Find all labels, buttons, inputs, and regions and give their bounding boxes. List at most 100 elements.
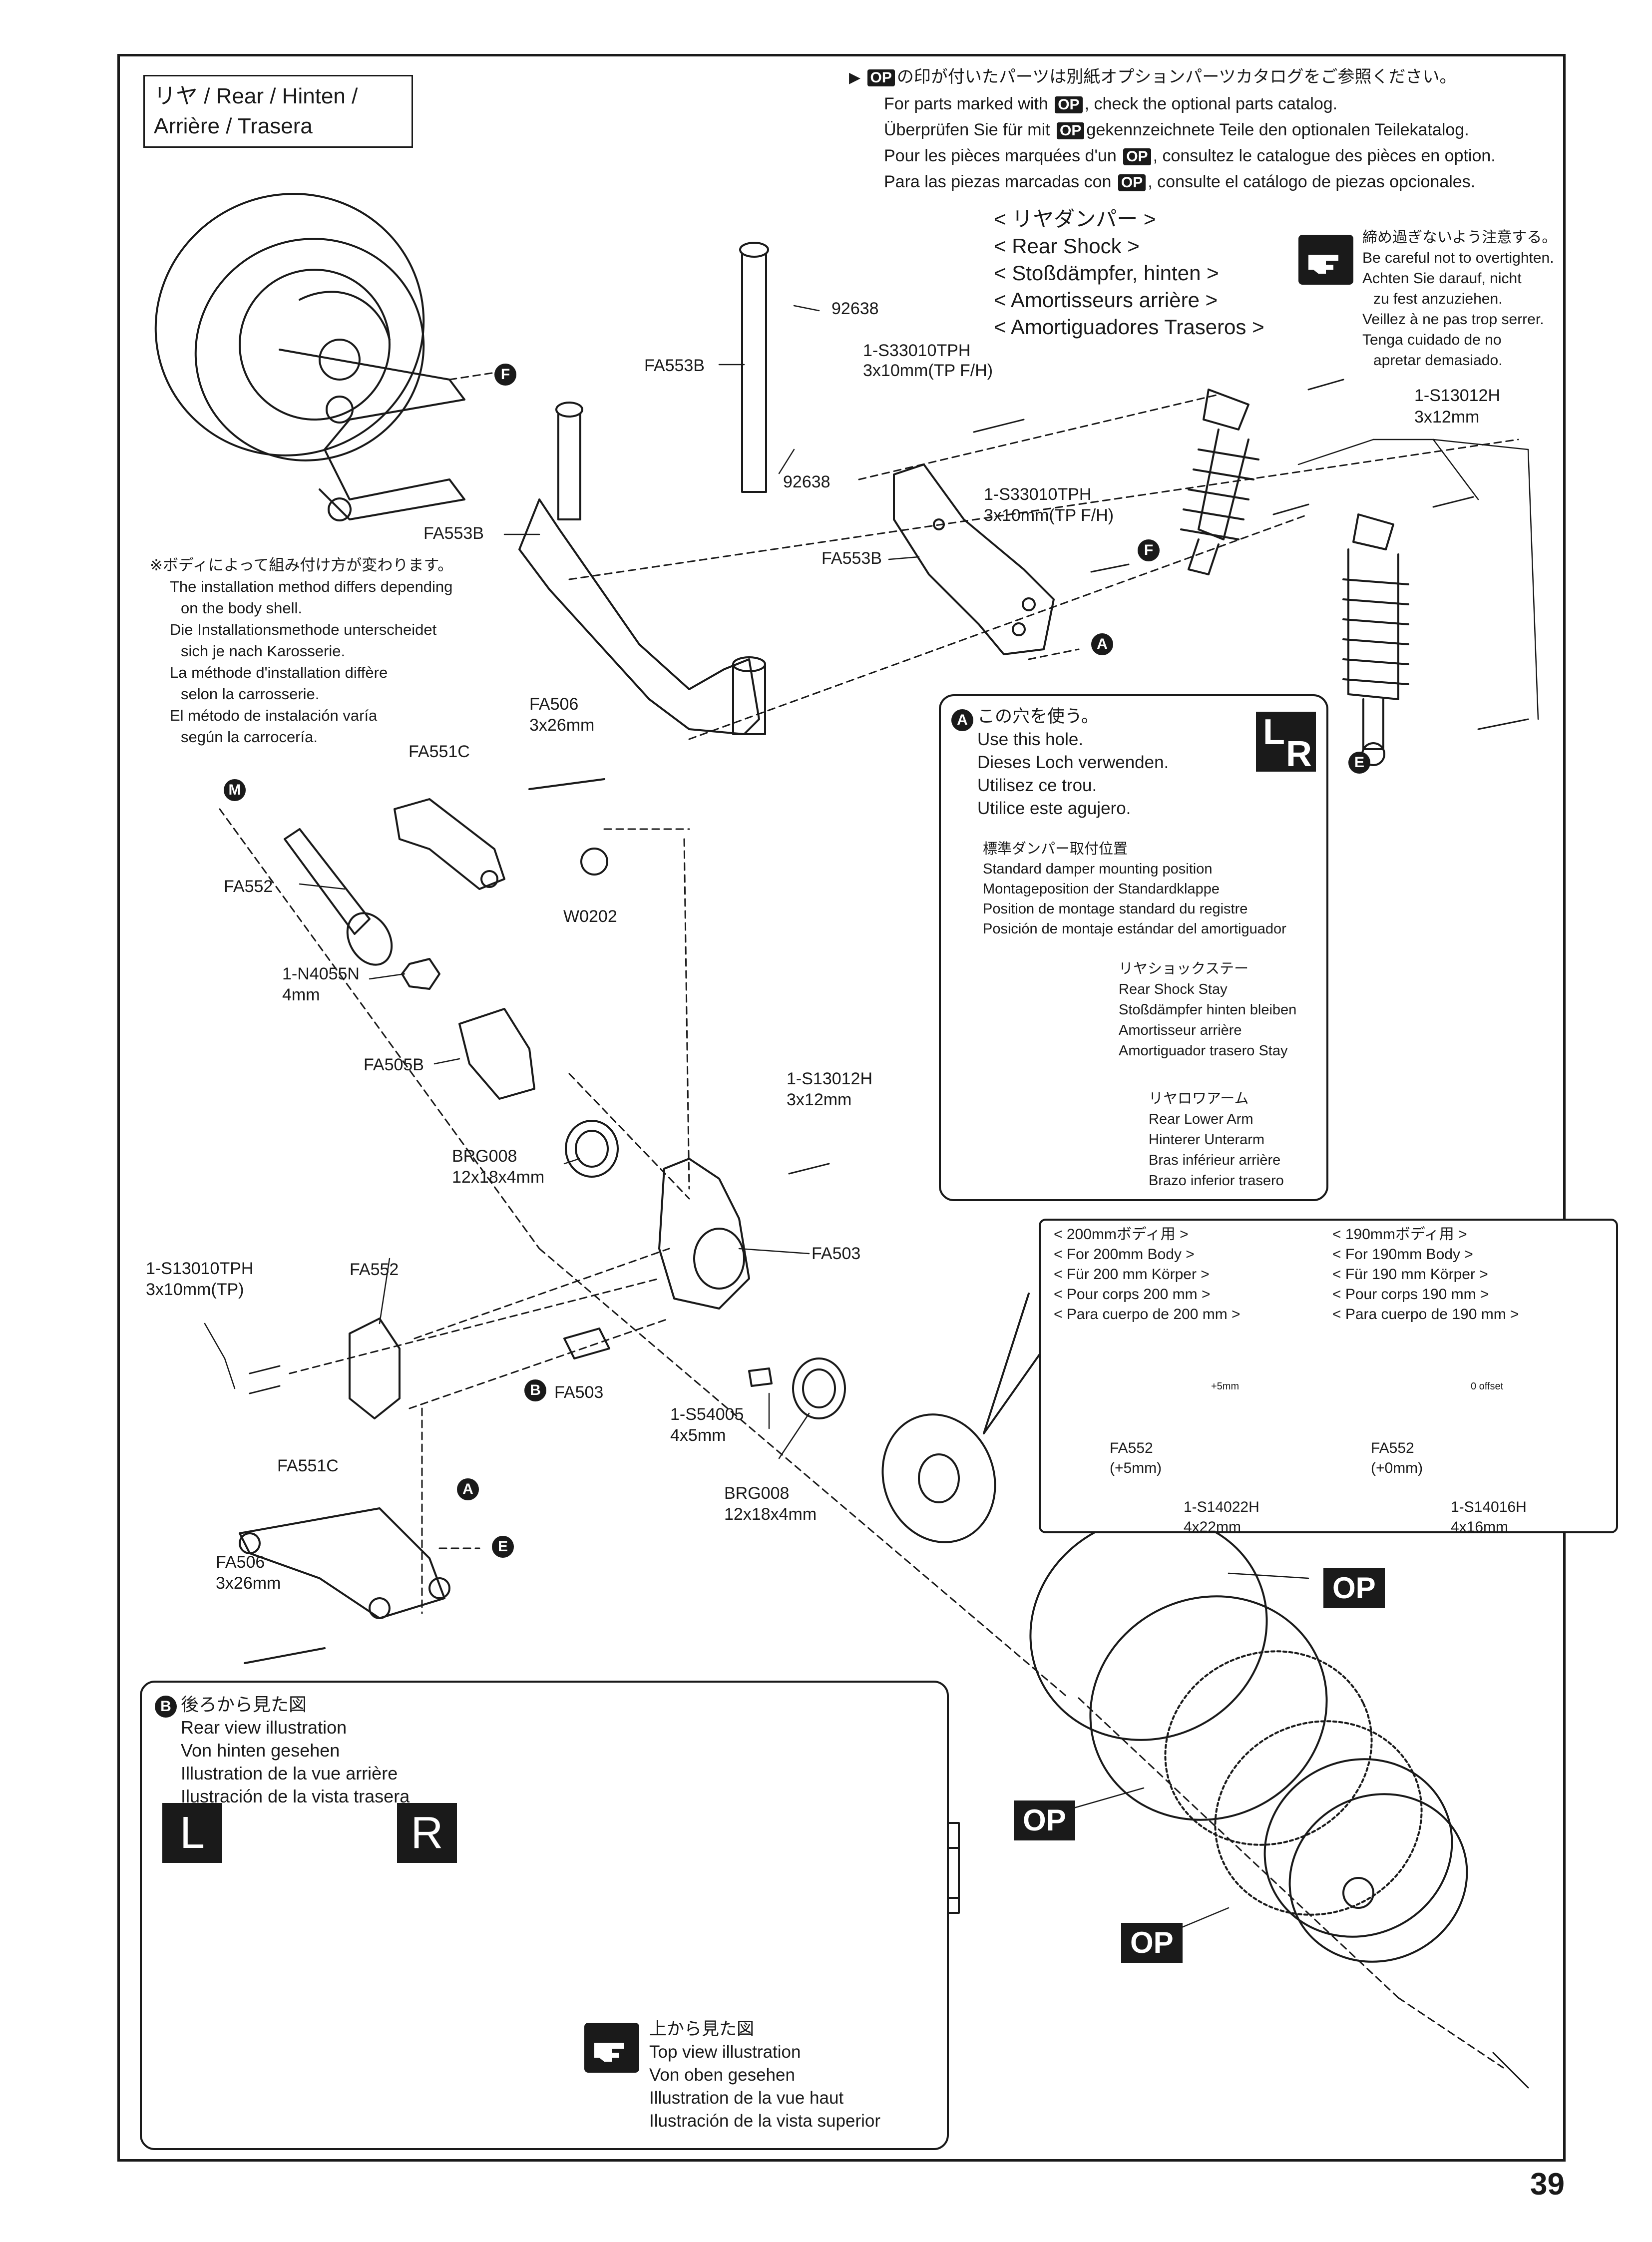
hub-190-mark: 0 offset [1471,1381,1504,1392]
part-label-fa506-size: 3x26mm [529,716,595,735]
hub-adapter-illustration [349,1318,401,1419]
part-label-s13012-b-code: 1-S13012H [787,1069,873,1088]
marker-m: M [224,779,246,801]
section-title-line2: Arrière / Trasera [154,114,313,138]
b200-jp: < 200mmボディ用 > [1054,1226,1189,1243]
hole-usage-box [939,694,1328,1201]
rear-shock-jp: < リヤダンパー > [994,207,1156,231]
part-label-fa553b: FA553B [644,356,705,375]
hole-box-marker: A [951,709,973,731]
part-label-s13012-b-size: 3x12mm [787,1090,852,1109]
b190-jp: < 190mmボディ用 > [1332,1226,1467,1243]
rear-view-jp: 後ろから見た図 [181,1694,307,1715]
tighten-es-1: Tenga cuidado de no [1362,332,1502,348]
hole-box-es: Utilice este agujero. [977,799,1131,818]
part-label-fa552: FA552 [224,877,273,896]
arm-jp: リヤロワアーム [1149,1091,1249,1107]
std-fr: Position de montage standard du registre [983,901,1248,917]
page-frame [117,54,1566,2162]
body-post-short-illustration [555,402,583,520]
stay-fr: Amortisseur arrière [1119,1022,1242,1038]
body-note-de-2: sich je nach Karosserie. [181,642,346,660]
rear-shock-1-illustration [1180,389,1259,575]
op-badge: OP [867,69,895,86]
body-size-box [1039,1219,1618,1533]
part-label-n4055-code: 1-N4055N [282,964,360,983]
part-label-w0202: W0202 [563,907,617,926]
part-label-fa503: FA503 [812,1244,861,1263]
marker-e: E [1348,752,1370,774]
op-note-en-2: , check the optional parts catalog. [1084,94,1338,113]
screws-illustrations [249,379,1529,2089]
body-note-de-1: Die Installationsmethode unterscheidet [170,621,437,638]
caution-hand-icon [1298,235,1353,285]
bearing-2-inner [802,1368,836,1408]
op-label-tire: OP [1323,1568,1385,1608]
screw190-code: 1-S14016H [1451,1499,1527,1515]
hole-box-fr: Utilisez ce trou. [977,776,1097,795]
wheel-rim-illustration [1263,1758,1468,1963]
part-label-fa551c: FA551C [409,742,470,761]
assembly-guide-lines [219,369,1519,2069]
pin-insert-illustration [563,1328,610,1359]
b200-fr: < Pour corps 200 mm > [1054,1286,1211,1303]
upper-link-illustration [394,798,505,890]
rear-shock-es: < Amortiguadores Traseros > [994,315,1264,339]
hub-200-label: FA552 (+5mm) [1110,1438,1162,1478]
part-label-brg008-code: BRG008 [452,1147,517,1166]
op-note-es-2: , consulte el catálogo de piezas opciona… [1148,172,1476,191]
op-note-de-1: Überprüfen Sie für mit [884,120,1050,139]
pin-fa506-b-illustration [244,1647,326,1664]
left-side-badge: L [162,1803,222,1863]
hole-box-de: Dieses Loch verwenden. [977,753,1169,772]
rear-view-de: Von hinten gesehen [181,1740,340,1761]
arm-fr: Bras inférieur arrière [1149,1152,1281,1168]
nut-illustration [401,958,440,990]
body-190-heading: < 190mmボディ用 > < For 190mm Body > < Für 1… [1332,1225,1519,1325]
set-screw-illustration [748,1367,773,1387]
part-label-fa553b-c: FA553B [822,549,882,568]
op-badge: OP [1118,174,1146,191]
std-es: Posición de montaje estándar del amortig… [983,921,1286,937]
shock-stay-label: リヤショックステー Rear Shock Stay Stoßdämpfer hi… [1119,959,1296,1061]
body-note-en-2: on the body shell. [181,599,303,617]
tighten-fr: Veillez à ne pas trop serrer. [1362,311,1544,328]
hub200-offset: (+5mm) [1110,1460,1162,1476]
b200-de: < Für 200 mm Körper > [1054,1266,1210,1283]
bearing-2-illustration [792,1357,846,1419]
op-note-de-2: gekennzeichnete Teile den optionalen Tei… [1086,120,1469,139]
std-jp: 標準ダンパー取付位置 [983,841,1128,857]
lower-arm-illustration [239,1507,450,1619]
tighten-es-2: apretar demasiado. [1373,352,1503,369]
op-label-wheel: OP [1121,1923,1183,1963]
marker-a: A [1091,633,1113,655]
arm-es: Brazo inferior trasero [1149,1173,1284,1189]
tighten-note: 締め過ぎないよう注意する。 Be careful not to overtigh… [1362,227,1557,371]
marker-a-2: A [457,1478,479,1500]
body-install-note: ※ボディによって組み付け方が変わります。 The installation me… [150,554,453,748]
part-label-s54005-size: 4x5mm [670,1426,726,1445]
body-200-heading: < 200mmボディ用 > < For 200mm Body > < Für 2… [1054,1225,1240,1325]
rear-shock-title: < リヤダンパー > < Rear Shock > < Stoßdämpfer,… [994,206,1264,341]
body-note-es-2: según la carrocería. [181,728,318,746]
part-label-s33010-code: 1-S33010TPH [863,341,971,360]
hub190-offset: (+0mm) [1371,1460,1423,1476]
arrow-right-icon: ▶ [849,69,861,86]
rear-shock-2-illustration [1342,513,1409,766]
part-label-s13012-code: 1-S13012H [1414,386,1501,405]
part-label-fa553b-b: FA553B [423,524,484,543]
hand-pointer-icon [584,2023,639,2073]
marker-e-2: E [492,1536,514,1558]
b190-de: < Für 190 mm Körper > [1332,1266,1488,1283]
op-note-jp: の印が付いたパーツは別紙オプションパーツカタログをご参照ください。 [896,67,1457,86]
leader-lines [204,305,1539,1934]
stay-es: Amortiguador trasero Stay [1119,1043,1288,1059]
std-en: Standard damper mounting position [983,861,1213,877]
bearing-1-illustration [565,1120,619,1178]
section-title: リヤ / Rear / Hinten / Arrière / Trasera [143,75,413,148]
part-label-s54005-code: 1-S54005 [670,1405,744,1424]
tighten-jp: 締め過ぎないよう注意する。 [1362,229,1557,246]
body-post-tall-illustration [739,242,769,493]
op-note-en-1: For parts marked with [884,94,1048,113]
top-view-de: Von oben gesehen [649,2065,795,2085]
